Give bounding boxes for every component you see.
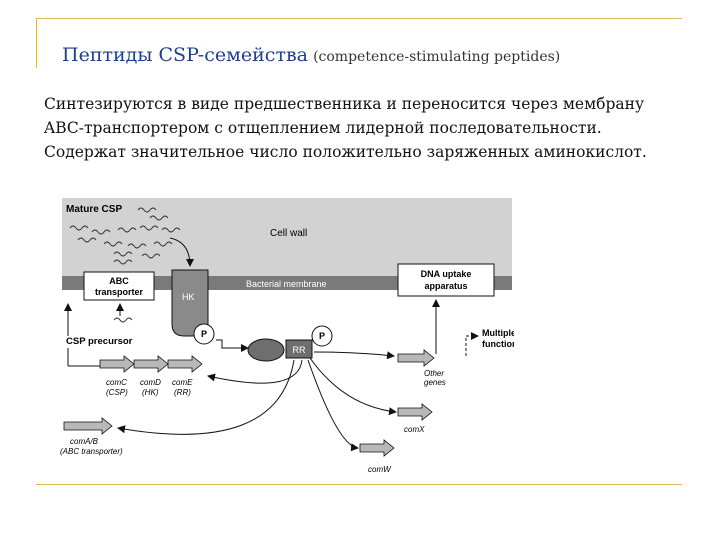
comw-gene bbox=[359, 439, 395, 457]
title-main: Пептиды CSP-семейства bbox=[62, 44, 308, 66]
slide-title: Пептиды CSP-семейства (competence-stimul… bbox=[62, 44, 560, 66]
hk-label: HK bbox=[182, 292, 195, 302]
abc-transporter-box bbox=[83, 271, 155, 301]
multiple-functions-arrow bbox=[465, 332, 479, 356]
other-genes-label-2: genes bbox=[424, 378, 446, 387]
rr-ellipse bbox=[247, 338, 285, 362]
multiple-functions-label-1: Multiple bbox=[482, 328, 514, 338]
mature-csp-label: Mature CSP bbox=[66, 204, 122, 215]
multiple-functions-label-2: functions bbox=[482, 339, 514, 349]
cell-wall-label: Cell wall bbox=[270, 228, 307, 239]
rr-gene-label: (RR) bbox=[174, 388, 191, 397]
rr-phosphate bbox=[311, 325, 333, 347]
mature-csp-peptides bbox=[69, 207, 181, 265]
csp-binding-arrow bbox=[169, 237, 194, 267]
rr-box bbox=[285, 339, 313, 359]
title-sub: (competence-stimulating peptides) bbox=[313, 49, 561, 65]
decor-vertical-line bbox=[36, 18, 37, 68]
decor-top-line bbox=[36, 18, 682, 19]
dna-uptake-box bbox=[397, 263, 495, 297]
abc-transporter-label-1: ABC bbox=[109, 276, 129, 286]
comw-label: comW bbox=[368, 465, 392, 474]
other-genes-label-1: Other bbox=[424, 369, 444, 378]
slide-description: Синтезируются в виде предшественника и п… bbox=[44, 95, 647, 161]
phosphotransfer-arrow bbox=[216, 339, 249, 352]
dna-uptake-label-1: DNA uptake bbox=[421, 269, 472, 279]
other-genes-arrow bbox=[397, 349, 435, 367]
rr-label: RR bbox=[293, 345, 306, 355]
abc-gene-label: (ABC transporter) bbox=[60, 447, 123, 456]
precursor-squiggle bbox=[113, 317, 133, 323]
dna-uptake-label-2: apparatus bbox=[424, 281, 467, 291]
comc-label: comC bbox=[106, 378, 127, 387]
membrane-label: Bacterial membrane bbox=[246, 279, 327, 289]
hk-phosphate-label: P bbox=[201, 329, 207, 339]
csp-gene-label: (CSP) bbox=[106, 388, 128, 397]
csp-precursor-label: CSP precursor bbox=[66, 336, 133, 347]
hk-gene-label: (HK) bbox=[142, 388, 159, 397]
decor-bottom-line bbox=[36, 484, 682, 485]
comx-label: comX bbox=[404, 425, 425, 434]
comd-label: comD bbox=[140, 378, 161, 387]
rr-regulation-arrows bbox=[117, 351, 397, 452]
rr-phosphate-label: P bbox=[319, 331, 325, 341]
abc-transporter-label-2: transporter bbox=[95, 287, 144, 297]
come-label: comE bbox=[172, 378, 193, 387]
comx-gene bbox=[397, 403, 433, 421]
comab-label: comA/B bbox=[70, 437, 99, 446]
hk-phosphate bbox=[193, 323, 215, 345]
csp-signaling-diagram: Mature CSP Cell wall Bacterial membrane … bbox=[58, 196, 523, 476]
com-cde-genes bbox=[99, 355, 203, 373]
comab-gene bbox=[63, 417, 113, 435]
